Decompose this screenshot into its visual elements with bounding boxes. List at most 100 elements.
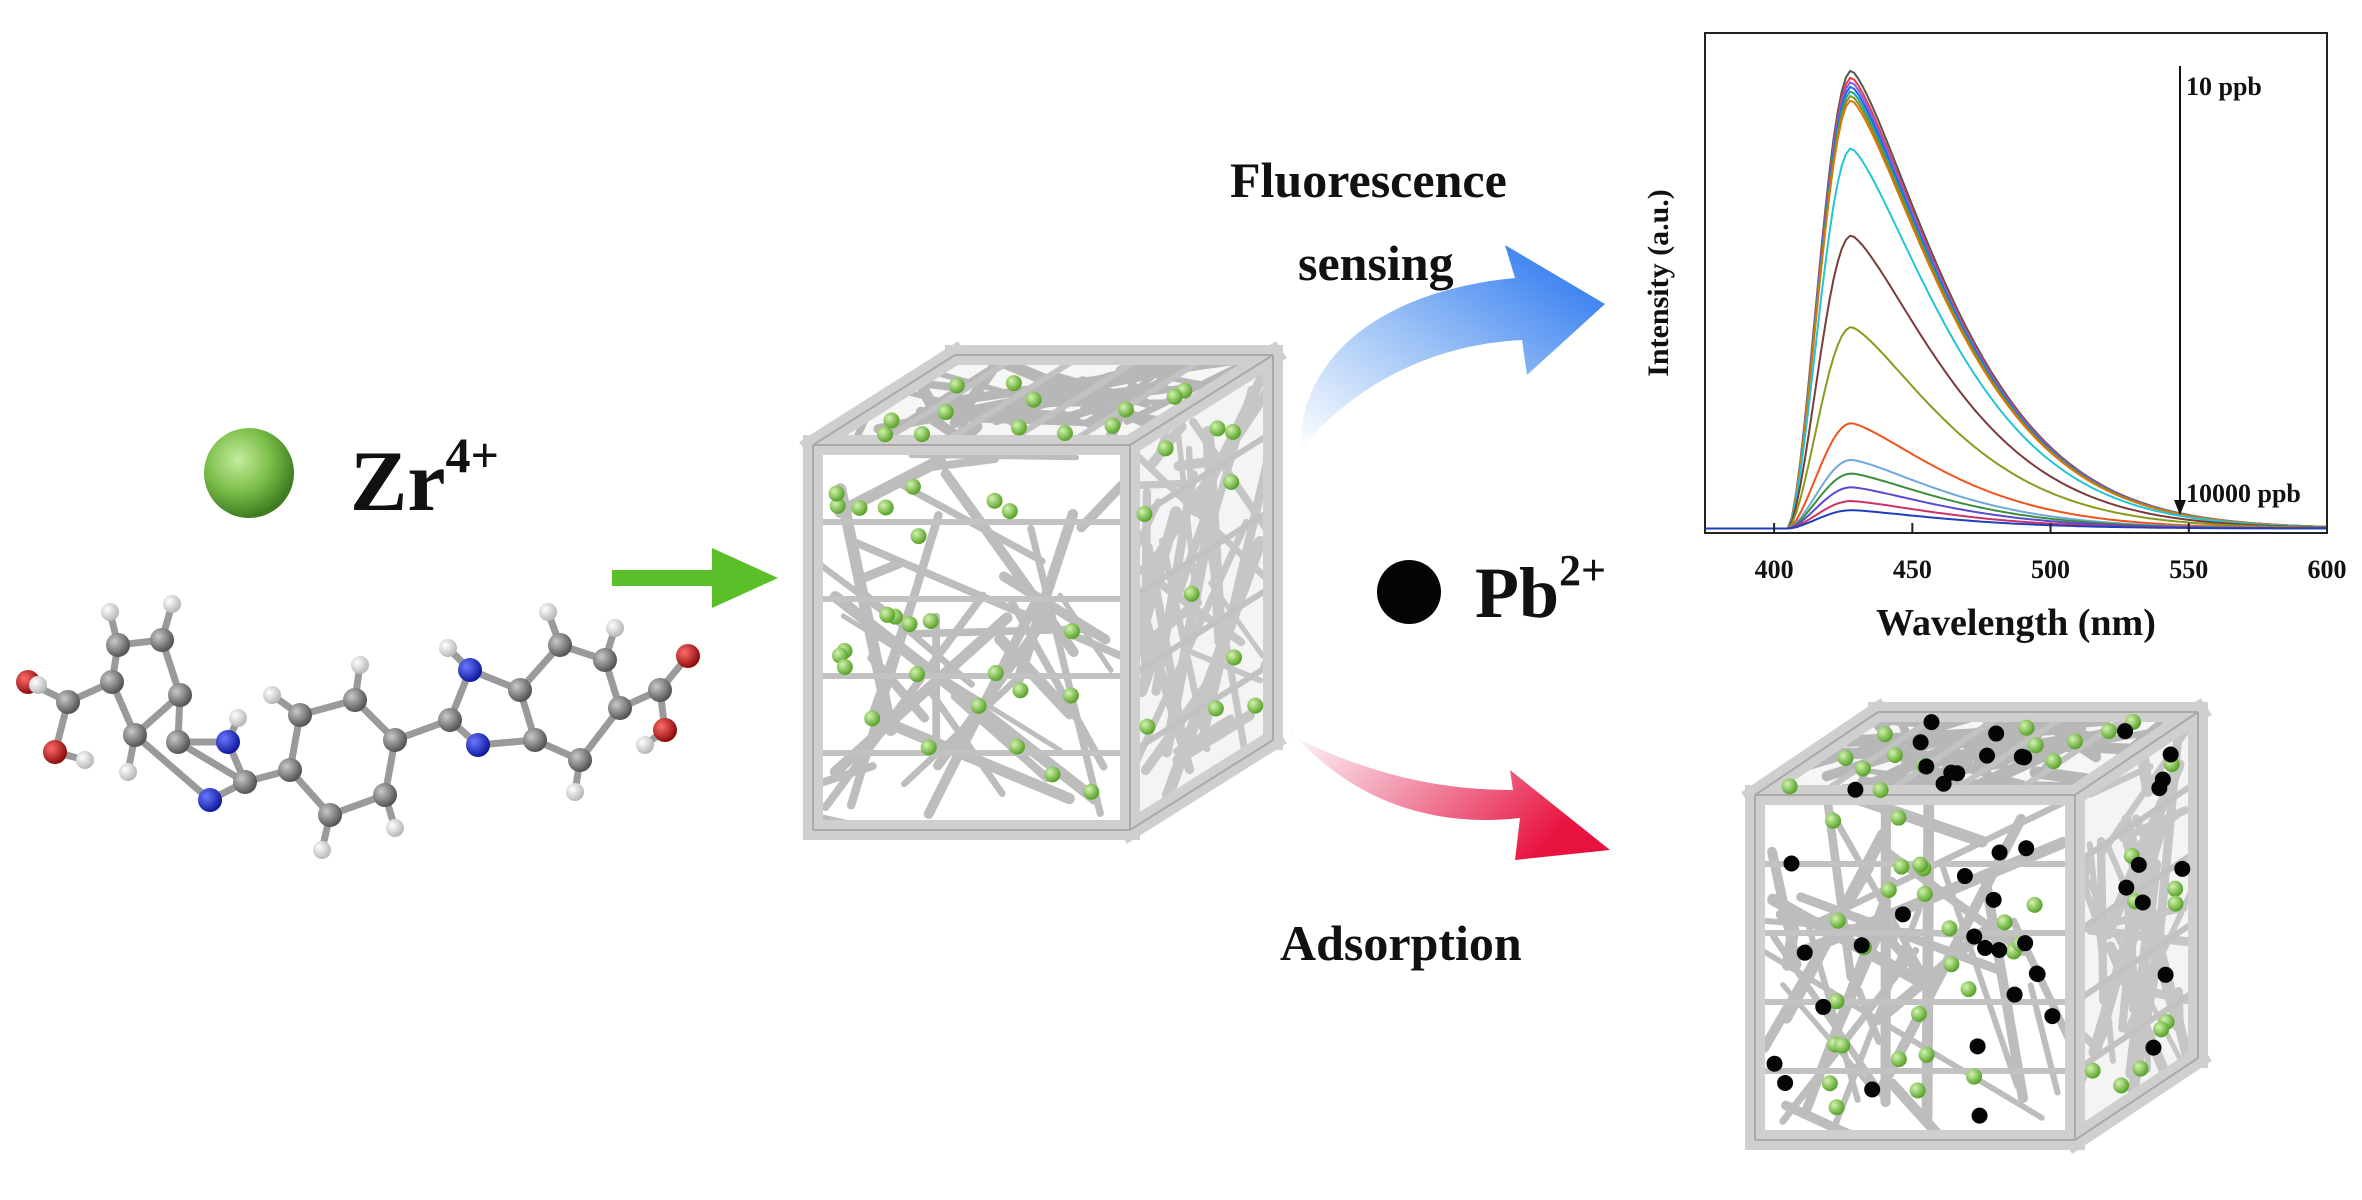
nitrogen-atom bbox=[458, 658, 482, 682]
zr-node-dot bbox=[1225, 649, 1242, 666]
zr-node-dot bbox=[948, 377, 965, 394]
zr-node-dot bbox=[1909, 1082, 1926, 1099]
y-axis-label: Intensity (a.u.) bbox=[1642, 189, 1675, 377]
x-axis-label: Wavelength (nm) bbox=[1876, 602, 2156, 644]
framework-strut bbox=[1001, 352, 1148, 448]
zr-node-dot bbox=[1183, 585, 1200, 602]
framework-strut bbox=[2073, 917, 2200, 1005]
sensing-arrow bbox=[1300, 245, 1605, 450]
zr-node-dot bbox=[1223, 474, 1240, 491]
zr-node-dot bbox=[1854, 760, 1871, 777]
framework-strut bbox=[2073, 778, 2200, 867]
zr-node-dot bbox=[883, 412, 900, 429]
zr-node-dot bbox=[1056, 424, 1073, 441]
pb-ion-dot bbox=[2145, 1039, 2162, 1056]
zr-node-dot bbox=[1001, 503, 1018, 520]
framework-strut bbox=[1886, 1078, 1945, 1142]
framework-strut bbox=[2086, 841, 2117, 1064]
zr-node-dot bbox=[829, 497, 846, 514]
carbon-atom bbox=[123, 723, 147, 747]
zr-node-dot bbox=[1910, 1005, 1927, 1022]
pb-ion-dot bbox=[1949, 765, 1966, 782]
hydrogen-atom bbox=[229, 709, 247, 727]
pb-ion-dot bbox=[1777, 1074, 1794, 1091]
zr-node-dot bbox=[910, 528, 927, 545]
framework-strut bbox=[1008, 598, 1108, 771]
zr-node-dot bbox=[2153, 1021, 2170, 1038]
carbon-atom bbox=[318, 803, 342, 827]
pb-sphere-icon bbox=[1377, 560, 1441, 624]
adsorption-label: Adsorption bbox=[1280, 915, 1522, 971]
zr-node-dot bbox=[1825, 812, 1842, 829]
zr-node-dot bbox=[1166, 388, 1183, 405]
zr-node-dot bbox=[1010, 419, 1027, 436]
zr-node-dot bbox=[1912, 856, 1929, 873]
framework-strut bbox=[1174, 426, 1202, 621]
frame-edge-highlight bbox=[1754, 711, 1879, 796]
framework-strut bbox=[1185, 445, 1196, 509]
zr-node-dot bbox=[877, 426, 894, 443]
pb-ion-dot bbox=[2006, 986, 2023, 1003]
hydrogen-atom bbox=[539, 603, 557, 621]
zr-node-dot bbox=[2045, 753, 2062, 770]
oxygen-atom bbox=[653, 718, 677, 742]
hydrogen-atom bbox=[351, 656, 369, 674]
pb-ion-dot bbox=[1935, 775, 1952, 792]
zr-node-dot bbox=[1960, 981, 1977, 998]
molecule-bond bbox=[132, 732, 213, 803]
carbon-atom bbox=[373, 783, 397, 807]
hydrogen-atom bbox=[386, 819, 404, 837]
synthesis-arrow bbox=[612, 548, 778, 608]
pb-ion-dot bbox=[1853, 937, 1870, 954]
nitrogen-atom bbox=[216, 730, 240, 754]
zr-node-dot bbox=[1828, 1099, 1845, 1116]
pb-ion-dot bbox=[1979, 747, 1996, 764]
x-tick-label: 500 bbox=[2031, 555, 2070, 584]
carbon-atom bbox=[438, 708, 462, 732]
carbon-atom bbox=[568, 748, 592, 772]
carbon-atom bbox=[648, 678, 672, 702]
x-tick-label: 450 bbox=[1893, 555, 1932, 584]
framework-strut bbox=[940, 468, 1079, 658]
zr-node-dot bbox=[937, 404, 954, 421]
zr-node-dot bbox=[2167, 880, 2184, 897]
zr-node-dot bbox=[851, 499, 868, 516]
pb-ion-dot bbox=[1847, 781, 1864, 798]
pb-ion-dot bbox=[2044, 1008, 2061, 1025]
framework-strut bbox=[998, 571, 1111, 645]
zr-node-dot bbox=[2100, 723, 2117, 740]
carbon-atom bbox=[523, 728, 547, 752]
carbon-atom bbox=[383, 728, 407, 752]
zr-node-dot bbox=[1893, 858, 1910, 875]
sensing-label-line2: sensing bbox=[1298, 235, 1454, 291]
zr-node-dot bbox=[914, 426, 931, 443]
pb-ion-dot bbox=[1988, 725, 2005, 742]
framework-strut bbox=[840, 613, 1063, 753]
zr-node-dot bbox=[1025, 391, 1042, 408]
zr-node-dot bbox=[877, 499, 894, 516]
framework-strut bbox=[912, 625, 1089, 638]
x-tick-label: 600 bbox=[2308, 555, 2347, 584]
zr-node-dot bbox=[1966, 1068, 1983, 1085]
zr-node-dot bbox=[2027, 737, 2044, 754]
nitrogen-atom bbox=[198, 788, 222, 812]
zr-label: Zr4+ bbox=[350, 427, 499, 529]
carbon-atom bbox=[548, 633, 572, 657]
framework-strut bbox=[1817, 709, 1944, 798]
pb-ion-dot bbox=[2013, 748, 2030, 765]
zr-node-dot bbox=[879, 606, 896, 623]
zr-node-dot bbox=[1834, 1037, 1851, 1054]
framework-strut bbox=[2125, 859, 2162, 1080]
framework-strut bbox=[1202, 425, 1227, 648]
framework-strut bbox=[814, 559, 889, 617]
pb-ion-dot bbox=[1783, 855, 1800, 872]
zr-legend: Zr4+ bbox=[204, 427, 499, 529]
framework-strut bbox=[874, 352, 1021, 448]
framework-strut bbox=[2174, 986, 2184, 1033]
zr-node-dot bbox=[1890, 809, 1907, 826]
zr-node-dot bbox=[2167, 895, 2184, 912]
pb-ion-dot bbox=[1815, 998, 1832, 1015]
zr-node-dot bbox=[986, 492, 1003, 509]
